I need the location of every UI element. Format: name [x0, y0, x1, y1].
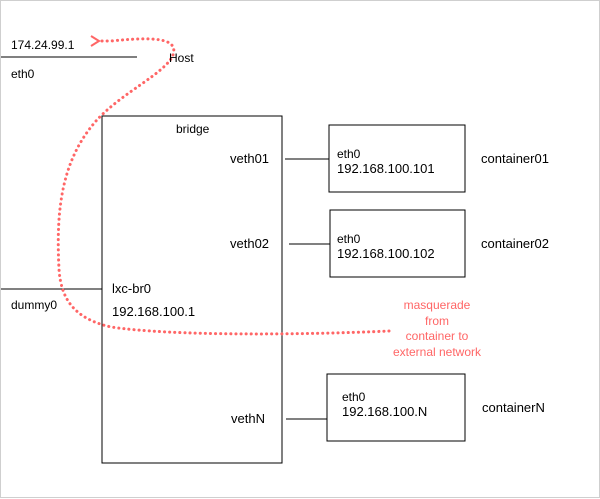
- masquerade-note-line-3: container to: [405, 329, 469, 343]
- masquerade-path: [56, 35, 391, 336]
- host-ip-label: 174.24.99.1: [11, 38, 75, 52]
- lxc-br0-label: lxc-br0: [112, 281, 152, 296]
- host-label: Host: [169, 51, 194, 65]
- masquerade-note: masquerade from container to external ne…: [373, 298, 501, 360]
- vethN-label: vethN: [231, 411, 265, 426]
- masquerade-note-line-1: masquerade: [403, 298, 471, 312]
- host-eth0-label: eth0: [11, 67, 35, 81]
- containerN-box: [326, 373, 466, 442]
- container02-name-label: container02: [481, 236, 549, 251]
- bridge-label: bridge: [176, 122, 210, 136]
- container02-eth0-label: eth0: [337, 232, 361, 246]
- container01-box: [328, 124, 466, 193]
- dummy0-label: dummy0: [11, 298, 58, 312]
- masquerade-note-line-4: external network: [392, 344, 482, 359]
- masquerade-note-line-2: from: [425, 313, 449, 328]
- veth02-label: veth02: [230, 236, 270, 251]
- container01-name-label: container01: [481, 151, 549, 166]
- bridge-ip-label: 192.168.100.1: [112, 304, 196, 319]
- veth01-label: veth01: [230, 151, 270, 166]
- container02-ip-label: 192.168.100.102: [337, 246, 435, 261]
- container01-ip-label: 192.168.100.101: [337, 161, 435, 176]
- container02-box: [329, 209, 466, 278]
- containerN-eth0-label: eth0: [342, 390, 366, 404]
- containerN-name-label: containerN: [482, 400, 545, 415]
- bridge-box: [101, 115, 283, 464]
- containerN-ip-label: 192.168.100.N: [342, 404, 428, 419]
- container01-eth0-label: eth0: [337, 147, 361, 161]
